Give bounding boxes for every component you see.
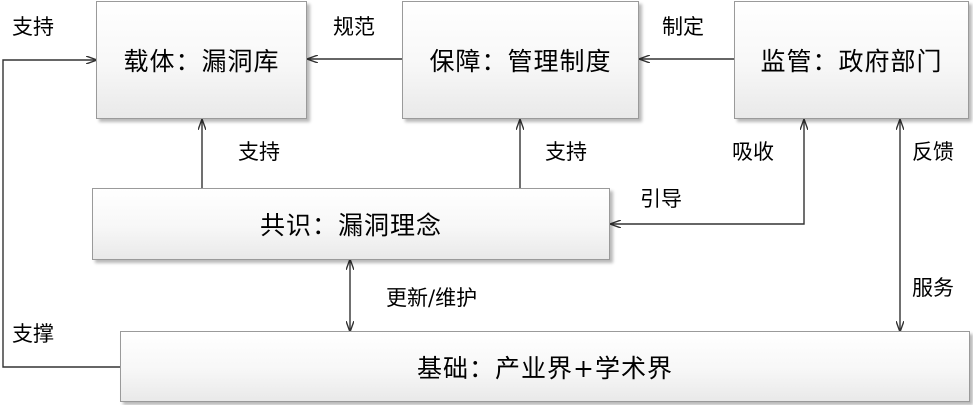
label-absorb: 吸收 <box>732 140 774 164</box>
label-norm: 规范 <box>333 15 375 39</box>
box-consensus: 共识：漏洞理念 <box>92 188 610 260</box>
label-formulate: 制定 <box>662 15 704 39</box>
box-foundation: 基础：产业界+学术界 <box>120 331 970 402</box>
label-underpin: 支撑 <box>12 322 54 346</box>
box-guarantee: 保障：管理制度 <box>402 1 639 119</box>
label-guide: 引导 <box>640 187 682 211</box>
label-support-guarantee: 支持 <box>545 140 587 164</box>
label-feedback: 反馈 <box>912 140 954 164</box>
box-carrier: 载体：漏洞库 <box>96 1 307 119</box>
arrow-foundation-to-carrier <box>2 60 120 368</box>
box-regulator: 监管：政府部门 <box>734 1 969 119</box>
label-update-maintain: 更新/维护 <box>386 286 478 310</box>
label-support-left: 支持 <box>12 15 54 39</box>
label-serve: 服务 <box>912 276 954 300</box>
arrow-consensus-regulator <box>611 120 804 224</box>
label-support-carrier: 支持 <box>238 140 280 164</box>
